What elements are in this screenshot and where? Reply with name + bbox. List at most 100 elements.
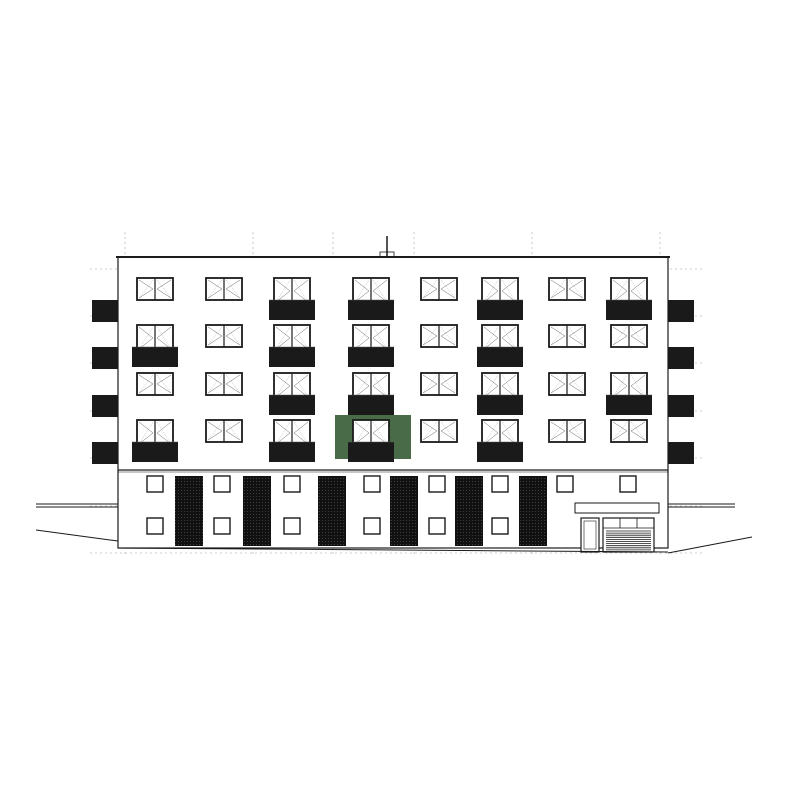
window-swing-line [354,421,370,445]
entrance-canopy [574,502,660,514]
window-swing-line [156,326,172,350]
terrain-slope-left [35,529,119,542]
window-swing-line [501,326,517,350]
side-balcony-left [92,300,118,322]
window-swing-line [630,421,646,441]
window-swing-line [354,326,370,350]
dotted-facade-panel [455,476,483,546]
ground-window [283,475,301,493]
window-swing-line [156,421,172,445]
window [352,372,390,400]
window-swing-line [568,421,584,441]
window [420,372,458,396]
balcony [269,347,315,367]
window-swing-line [138,421,154,445]
ground-window [146,517,164,535]
window-swing-line [483,421,499,445]
side-balcony-right [668,442,694,464]
ground-floor [117,475,669,553]
window-swing-line [630,326,646,346]
balcony [132,347,178,367]
balcony [348,347,394,367]
window-swing-line [138,326,154,350]
base-line [117,547,669,553]
window-swing-line [501,421,517,445]
balcony [477,347,523,367]
balcony [269,442,315,462]
window-swing-line [550,279,566,299]
window-swing-line [275,421,291,445]
window-swing-line [354,279,370,303]
window-swing-line [275,326,291,350]
window-swing-line [501,326,517,350]
window-swing-line [372,279,388,303]
window-swing-line [501,421,517,445]
window-swing-line [156,374,172,394]
window [352,277,390,305]
window [205,372,243,396]
window [548,277,586,301]
window-swing-line [138,421,154,445]
window-swing-line [225,326,241,346]
window-swing-line [293,279,309,303]
window-swing-line [372,326,388,350]
dotted-facade-panel [390,476,418,546]
window [136,372,174,396]
ground-window [619,475,637,493]
window [548,324,586,348]
balcony [348,300,394,320]
window-swing-line [293,326,309,350]
window-swing-line [354,374,370,398]
window-swing-line [207,421,223,441]
window-swing-line [612,279,628,303]
window [548,419,586,443]
window [136,324,174,352]
window-swing-line [156,421,172,445]
window [136,419,174,447]
ground-window [491,517,509,535]
balcony [132,442,178,462]
side-balcony-left [92,347,118,369]
window-swing-line [422,421,438,441]
ground-window [213,475,231,493]
window-swing-line [630,374,646,398]
window-swing-line [568,279,584,299]
window-swing-line [275,374,291,398]
window [481,324,519,352]
window-swing-line [225,374,241,394]
side-balcony-left [92,442,118,464]
window-swing-line [275,374,291,398]
window-swing-line [483,326,499,350]
window-swing-line [372,374,388,398]
ground-window [146,475,164,493]
window-swing-line [612,326,628,346]
balcony [348,442,394,462]
window-swing-line [501,374,517,398]
window-swing-line [372,374,388,398]
window-swing-line [156,326,172,350]
window-swing-line [293,374,309,398]
window [205,277,243,301]
window-swing-line [275,279,291,303]
window-swing-line [275,326,291,350]
window-swing-line [354,279,370,303]
window-swing-line [293,421,309,445]
balcony [269,395,315,415]
upper-floor-openings [132,277,652,462]
window-swing-line [293,421,309,445]
ground-window [428,517,446,535]
ground-window [363,517,381,535]
window-swing-line [630,279,646,303]
window-swing-line [354,374,370,398]
window-swing-line [612,374,628,398]
window-swing-line [293,279,309,303]
window-swing-line [372,326,388,350]
window-swing-line [440,326,456,346]
window-swing-line [372,279,388,303]
window-swing-line [630,279,646,303]
window [205,324,243,348]
window-swing-line [225,279,241,299]
window [420,324,458,348]
window [481,372,519,400]
window-swing-line [483,374,499,398]
